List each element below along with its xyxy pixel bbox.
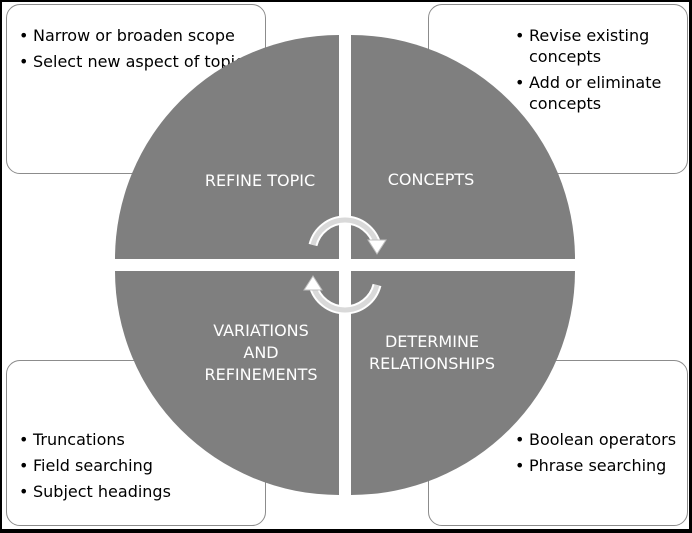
relationships-label-line: RELATIONSHIPS bbox=[369, 354, 495, 373]
refine-topic-bullet-list: Narrow or broaden scope Select new aspec… bbox=[19, 25, 265, 72]
refine-topic-quadrant bbox=[115, 35, 339, 259]
relationships-label-line: DETERMINE bbox=[385, 332, 479, 351]
variations-quadrant bbox=[115, 271, 339, 495]
bullet-item: Subject headings bbox=[19, 481, 265, 502]
variations-bullet-list: Truncations Field searching Subject head… bbox=[19, 429, 265, 502]
variations-bullets-box: Truncations Field searching Subject head… bbox=[6, 360, 266, 526]
bullet-item: Narrow or broaden scope bbox=[19, 25, 265, 46]
bullet-item: Phrase searching bbox=[515, 455, 687, 476]
bullet-item: Truncations bbox=[19, 429, 265, 450]
relationships-quadrant bbox=[351, 271, 575, 495]
relationships-bullet-list: Boolean operators Phrase searching bbox=[515, 429, 687, 476]
concepts-bullet-list: Revise existing concepts Add or eliminat… bbox=[515, 25, 687, 114]
variations-label-line: AND bbox=[243, 343, 278, 362]
concepts-quadrant bbox=[351, 35, 575, 259]
variations-label-line: REFINEMENTS bbox=[204, 365, 317, 384]
bullet-item: Select new aspect of topic bbox=[19, 51, 265, 72]
refine-topic-label: REFINE TOPIC bbox=[205, 171, 315, 190]
bullet-item: Add or eliminate concepts bbox=[515, 72, 687, 114]
concepts-label: CONCEPTS bbox=[388, 170, 475, 189]
cycle-arrows-icon bbox=[303, 215, 387, 315]
bullet-item: Boolean operators bbox=[515, 429, 687, 450]
variations-label-line: VARIATIONS bbox=[213, 321, 309, 340]
bullet-item: Revise existing concepts bbox=[515, 25, 687, 67]
bullet-item: Field searching bbox=[19, 455, 265, 476]
